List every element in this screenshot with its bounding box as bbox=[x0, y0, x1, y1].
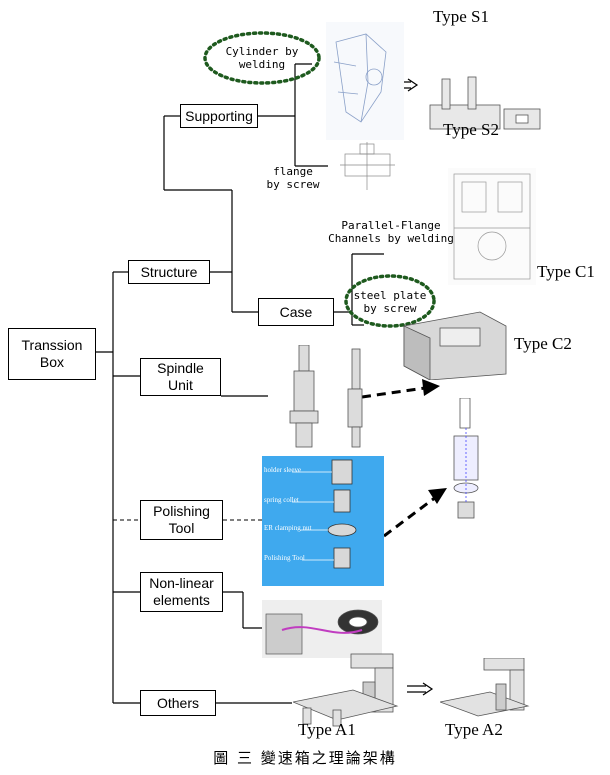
type-s1-label: Type S1 bbox=[433, 7, 489, 27]
type-a1-model-image bbox=[293, 650, 403, 728]
tool-label-nut: ER clamping nut bbox=[264, 524, 311, 532]
type-c1-sketch-image bbox=[448, 168, 536, 285]
tool-label-sleeve: holder sleeve bbox=[264, 466, 301, 474]
nonlinear-elements-node: Non-linear elements bbox=[140, 572, 223, 612]
root-node: Transsion Box bbox=[8, 328, 96, 380]
type-c2-label: Type C2 bbox=[514, 334, 572, 354]
flange-label: flange by screw bbox=[263, 165, 323, 191]
polishing-tool-panel: holder sleeve spring collet ER clamping … bbox=[262, 456, 384, 586]
type-s2-label: Type S2 bbox=[443, 120, 499, 140]
tool-label-polishing: Polishing Tool bbox=[264, 554, 305, 562]
tool-parts-drawing bbox=[262, 456, 384, 586]
type-a1-label: Type A1 bbox=[298, 720, 356, 740]
type-c2-model-image bbox=[400, 304, 510, 380]
type-a2-model-image bbox=[440, 658, 530, 720]
polishing-tool-node: Polishing Tool bbox=[140, 500, 223, 540]
sketch-s2-flange-image bbox=[330, 140, 405, 192]
case-node: Case bbox=[258, 298, 334, 326]
spindle-unit-image bbox=[284, 345, 374, 453]
supporting-node: Supporting bbox=[180, 104, 258, 128]
steel-plate-label: steel plate by screw bbox=[350, 289, 430, 315]
type-a2-label: Type A2 bbox=[445, 720, 503, 740]
figure-caption: 圖 三 變速箱之理論架構 bbox=[0, 747, 610, 768]
parallel-flange-label: Parallel-Flange Channels by welding bbox=[326, 219, 456, 245]
structure-node: Structure bbox=[128, 260, 210, 284]
tool-label-collet: spring collet bbox=[264, 496, 299, 504]
type-c1-label: Type C1 bbox=[537, 262, 595, 282]
cylinder-label: Cylinder by welding bbox=[216, 45, 308, 71]
assembly-image bbox=[446, 398, 488, 522]
sketch-s1-image bbox=[326, 22, 404, 140]
others-node: Others bbox=[140, 690, 216, 716]
spindle-unit-node: Spindle Unit bbox=[140, 358, 221, 396]
